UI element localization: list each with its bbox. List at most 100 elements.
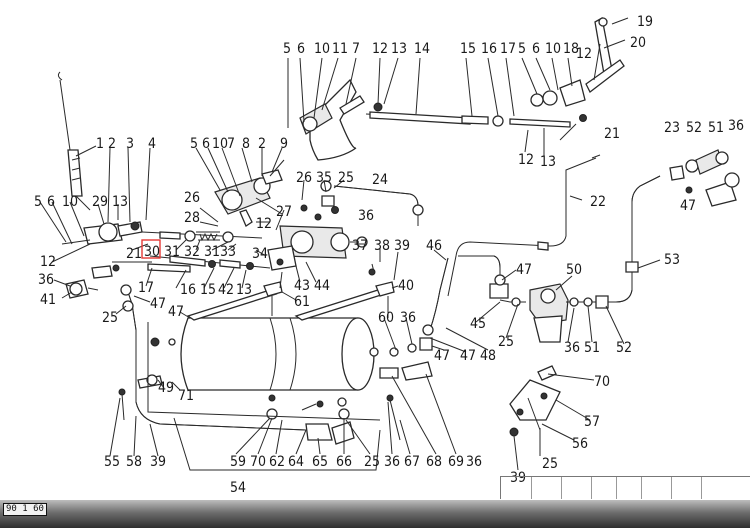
label-39: 39	[394, 238, 410, 254]
label-64: 62	[269, 454, 285, 470]
label-27: 27	[276, 204, 292, 220]
label-38: 38	[374, 238, 390, 254]
table-cell	[561, 477, 562, 499]
label-49: 48	[480, 348, 496, 364]
label-46: 46	[426, 238, 442, 254]
label-18: 18	[563, 41, 579, 57]
label-12: 12	[372, 41, 388, 57]
label-62: 70	[250, 454, 266, 470]
label-13: 13	[112, 194, 128, 210]
label-59: 39	[150, 454, 166, 470]
label-26: 26	[296, 170, 312, 186]
bottom-table-fragment	[500, 476, 750, 499]
label-58: 55	[104, 454, 120, 470]
label-43: 43	[294, 278, 310, 294]
label-25: 25	[102, 310, 118, 326]
table-cell	[701, 477, 702, 499]
label-13: 13	[236, 282, 252, 298]
label-70: 59	[230, 454, 246, 470]
label-10: 10	[62, 194, 78, 210]
label-5: 5	[34, 194, 42, 210]
label-57: 70	[594, 374, 610, 390]
label-36: 36	[38, 272, 54, 288]
label-9: 9	[280, 136, 288, 152]
scan-footer-strip	[0, 500, 750, 528]
label-2: 2	[108, 136, 116, 152]
label-36: 25	[364, 454, 380, 470]
label-8: 8	[242, 136, 250, 152]
label-23: 23	[664, 120, 680, 136]
table-cell	[641, 477, 642, 499]
label-42: 42	[218, 282, 234, 298]
label-12: 12	[256, 216, 272, 232]
label-45: 36	[400, 310, 416, 326]
label-48: 47	[460, 348, 476, 364]
table-cell	[616, 477, 617, 499]
label-47: 52	[616, 340, 632, 356]
label-32: 32	[184, 244, 200, 260]
label-56: 57	[584, 414, 600, 430]
label-30: 30	[144, 244, 160, 260]
label-20: 20	[630, 35, 646, 51]
label-36: 69	[448, 454, 464, 470]
label-5: 5	[190, 136, 198, 152]
label-25: 66	[336, 454, 352, 470]
label-61: 61	[294, 294, 310, 310]
label-14: 14	[414, 41, 430, 57]
label-22: 22	[590, 194, 606, 210]
label-25: 25	[338, 170, 354, 186]
label-39: 25	[542, 456, 558, 472]
label-19: 19	[637, 14, 653, 30]
label-40: 40	[398, 278, 414, 294]
label-10: 10	[212, 136, 228, 152]
label-15: 15	[460, 41, 476, 57]
drawing-lines	[39, 16, 740, 471]
label-44: 44	[314, 278, 330, 294]
label-36: 36	[358, 208, 374, 224]
label-63: 54	[230, 480, 246, 496]
label-47: 47	[680, 198, 696, 214]
label-41: 41	[40, 292, 56, 308]
label-13: 13	[540, 154, 556, 170]
label-69: 68	[426, 454, 442, 470]
label-52: 51	[584, 340, 600, 356]
label-39: 58	[126, 454, 142, 470]
label-55: 56	[572, 436, 588, 452]
label-51: 36	[564, 340, 580, 356]
label-71: 49	[158, 380, 174, 396]
table-cell	[591, 477, 592, 499]
label-6: 6	[202, 136, 210, 152]
label-10: 10	[314, 41, 330, 57]
label-13: 13	[391, 41, 407, 57]
label-54: 39	[510, 470, 526, 486]
label-66: 65	[312, 454, 328, 470]
label-51: 51	[708, 120, 724, 136]
label-17: 17	[138, 280, 154, 296]
label-16: 16	[481, 41, 497, 57]
label-35: 35	[316, 170, 332, 186]
page-code: 90 1 60	[3, 503, 47, 516]
label-36: 36	[728, 118, 744, 134]
label-65: 64	[288, 454, 304, 470]
label-36: 25	[498, 334, 514, 350]
label-10: 10	[545, 41, 561, 57]
label-67: 36	[384, 454, 400, 470]
label-33: 33	[220, 244, 236, 260]
label-37: 37	[352, 238, 368, 254]
label-2: 2	[258, 136, 266, 152]
label-6: 6	[532, 41, 540, 57]
label-7: 7	[227, 136, 235, 152]
label-47: 47	[516, 262, 532, 278]
label-34: 34	[252, 246, 268, 262]
label-3: 3	[126, 136, 134, 152]
label-11: 11	[332, 41, 348, 57]
label-15: 15	[200, 282, 216, 298]
label-68: 67	[404, 454, 420, 470]
label-12: 12	[576, 46, 592, 62]
label-12: 12	[518, 152, 534, 168]
label-70: 71	[178, 388, 194, 404]
label-21: 21	[126, 246, 142, 262]
label-25: 45	[470, 316, 486, 332]
label-47: 47	[434, 348, 450, 364]
label-26: 26	[184, 190, 200, 206]
